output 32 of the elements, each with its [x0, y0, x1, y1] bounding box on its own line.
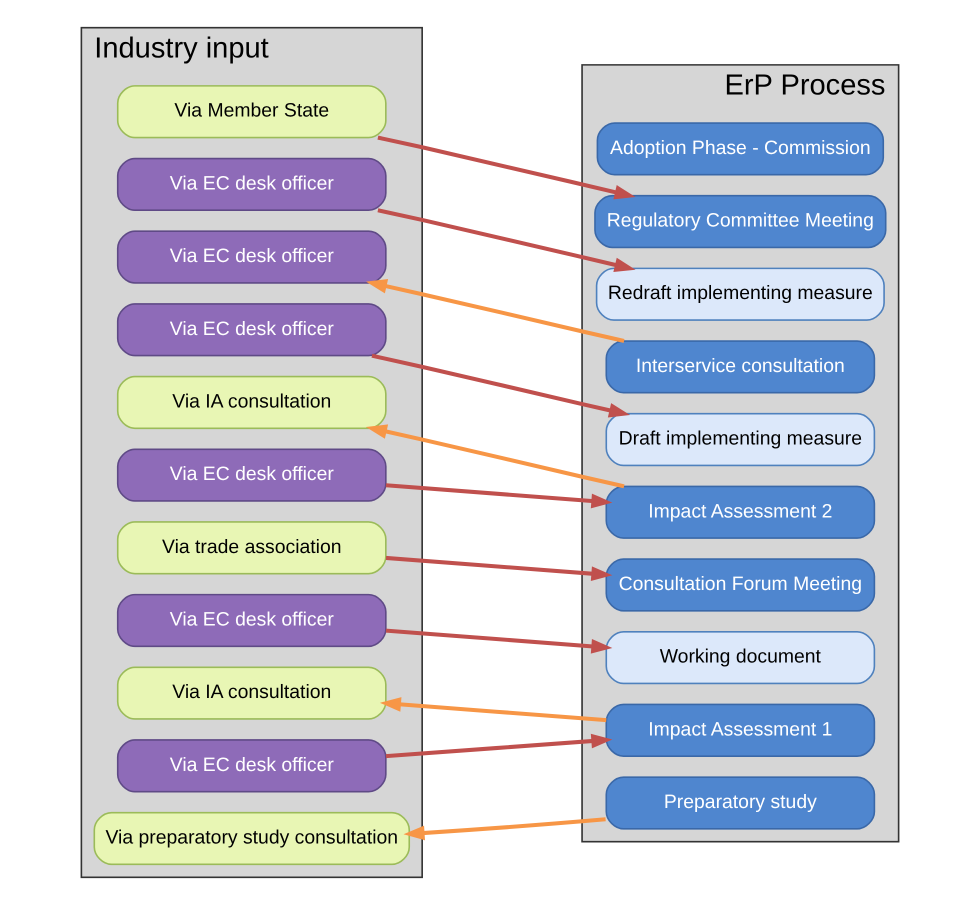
- node-box: Consultation Forum Meeting: [604, 558, 875, 612]
- arrow: [376, 208, 636, 272]
- node-box: Impact Assessment 2: [604, 486, 875, 539]
- node-box: Preparatory study: [604, 776, 875, 830]
- arrow: [385, 556, 612, 581]
- node-box: Adoption Phase - Commission: [596, 122, 884, 176]
- node-box: Via EC desk officer: [116, 230, 386, 284]
- node-box: Interservice consultation: [604, 340, 875, 394]
- arrow: [365, 279, 624, 343]
- node-box: Via EC desk officer: [116, 739, 386, 792]
- node-box: Via IA consultation: [116, 376, 386, 430]
- arrow: [385, 483, 612, 508]
- node-box: Via IA consultation: [116, 666, 386, 720]
- node-box: Working document: [604, 630, 875, 684]
- arrow: [376, 136, 636, 200]
- node-box: Via EC desk officer: [116, 158, 386, 212]
- node-box: Via EC desk officer: [116, 448, 386, 502]
- node-box: Regulatory Committee Meeting: [594, 194, 886, 248]
- node-box: Draft implementing measure: [604, 412, 875, 466]
- arrow: [385, 734, 612, 758]
- arrow: [403, 817, 606, 840]
- arrow: [365, 424, 624, 488]
- node-box: Via EC desk officer: [116, 594, 386, 648]
- arrow: [370, 354, 630, 418]
- node-box: Via Member State: [116, 85, 386, 138]
- node-box: Impact Assessment 1: [604, 704, 875, 757]
- node-box: Via EC desk officer: [116, 303, 386, 356]
- arrow: [379, 697, 606, 722]
- node-box: Via trade association: [116, 521, 386, 574]
- arrow: [385, 628, 612, 654]
- node-box: Redraft implementing measure: [595, 268, 884, 321]
- node-box: Via preparatory study consultation: [93, 812, 410, 866]
